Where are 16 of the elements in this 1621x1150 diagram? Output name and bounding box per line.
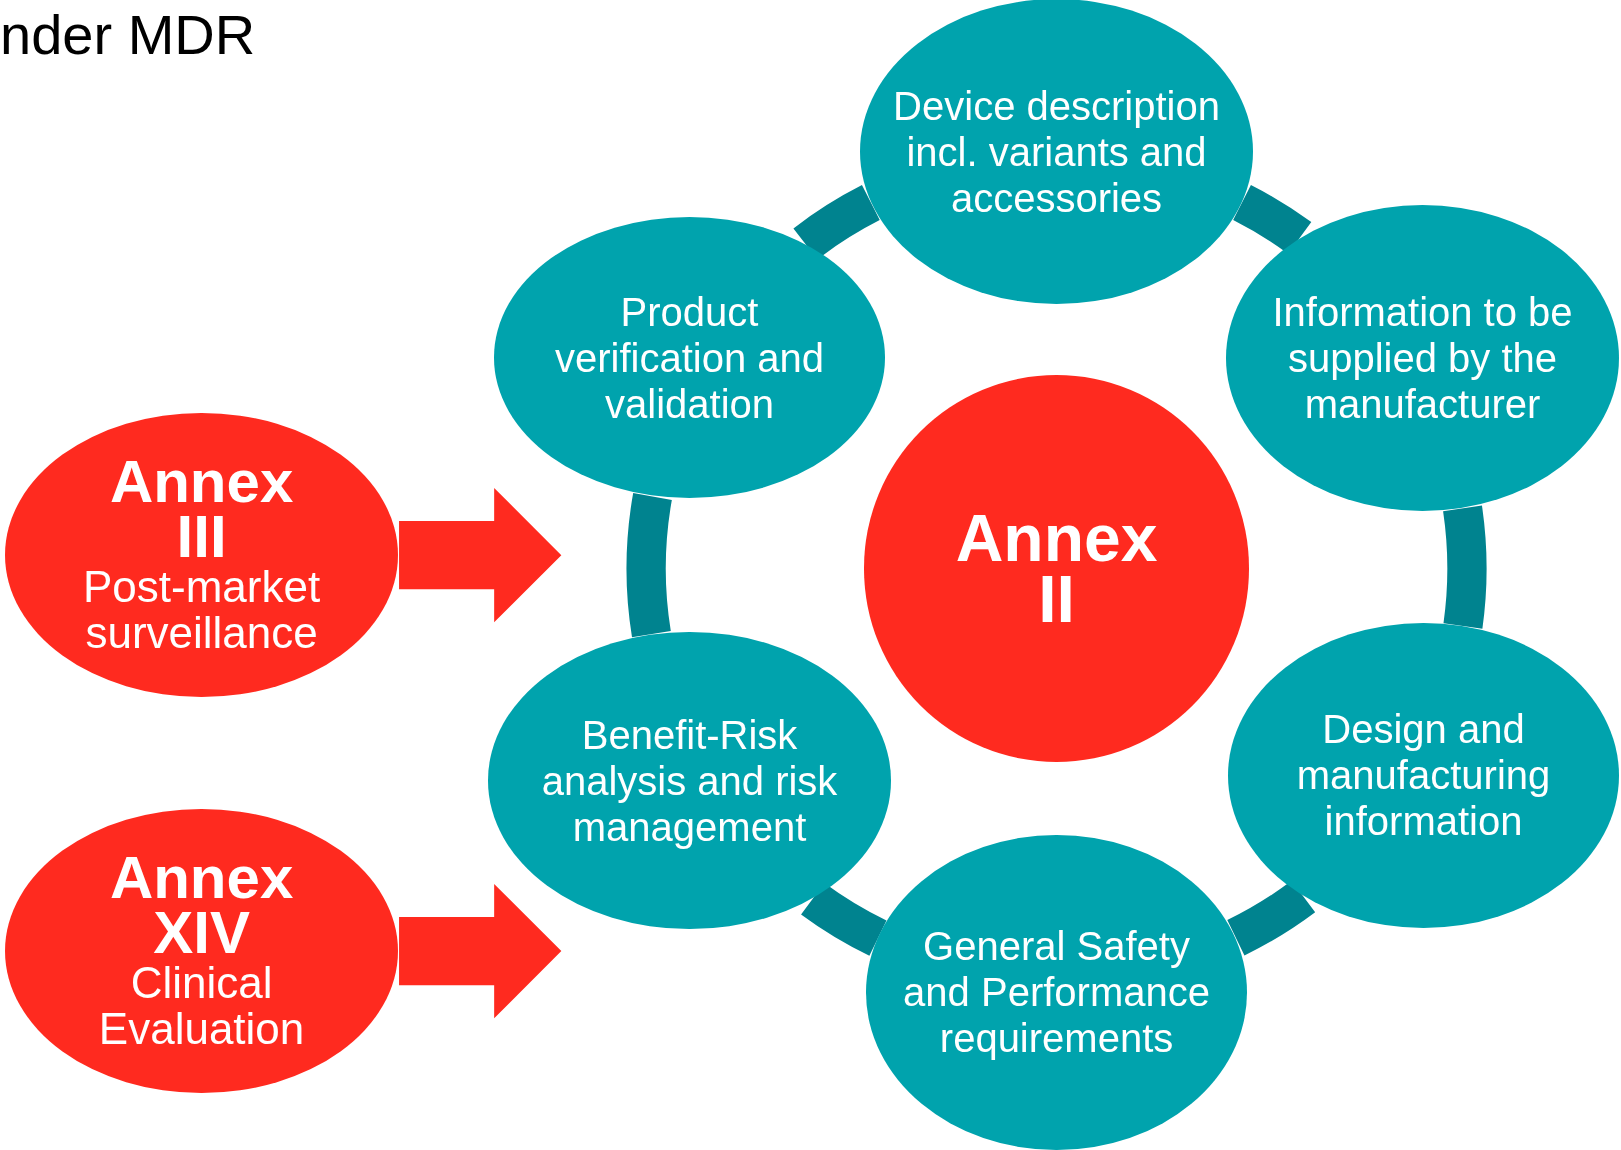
topic-text: Product verification and validation bbox=[554, 288, 826, 427]
topic-text: General Safety and Performance requirements bbox=[902, 923, 1211, 1062]
annex-subtitle: Clinical Evaluation bbox=[97, 960, 306, 1053]
topic-text: Design and manufacturing information bbox=[1295, 706, 1552, 845]
topic-text: Information to be supplied by the manufacturer bbox=[1271, 288, 1574, 427]
annex-heading: Annex XIV bbox=[108, 849, 295, 961]
topic-text: Benefit-Risk analysis and risk management bbox=[540, 711, 839, 850]
block-arrow bbox=[399, 883, 562, 1019]
topic-text: Device description incl. variants and accessories bbox=[892, 82, 1221, 221]
annex-subtitle: Post-market surveillance bbox=[82, 564, 322, 657]
ring-connector bbox=[1443, 506, 1487, 628]
annex-heading: Annex II bbox=[954, 507, 1159, 630]
block-arrow bbox=[399, 487, 562, 623]
annex-heading: Annex III bbox=[108, 453, 295, 565]
ring-connector bbox=[626, 493, 672, 637]
slide-title: nder MDR bbox=[0, 2, 256, 68]
